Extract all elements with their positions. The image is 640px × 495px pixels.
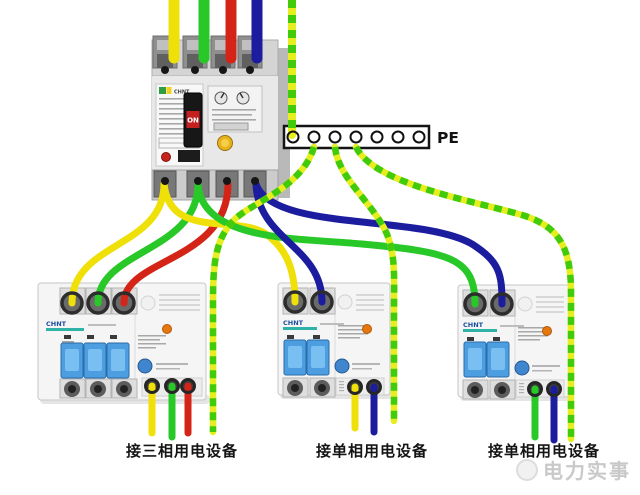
- label-black-block: [178, 150, 200, 162]
- input-terminal-rings: [60, 290, 514, 316]
- brand-label: CHNT: [174, 90, 190, 96]
- vent-circle: [140, 295, 156, 311]
- bottom-terminal-screw: [94, 385, 102, 393]
- toggle-handle: [65, 349, 79, 371]
- output-terminal-rings: [144, 378, 562, 397]
- wire-neutral-to-1p-right: [252, 180, 506, 308]
- dial-needle: [239, 92, 244, 99]
- test-button-text-lines: [156, 363, 188, 370]
- watermark-text: 电力实事: [543, 459, 631, 483]
- toggle-on-patch: [186, 111, 200, 128]
- vent-lines: [159, 294, 200, 311]
- brand-logo-icon: [166, 87, 172, 94]
- bottom-terminal-screw: [120, 385, 128, 393]
- wires: [68, 0, 575, 444]
- bottom-terminal-screw: [68, 385, 76, 393]
- wire-pe-middle: [331, 143, 398, 425]
- trip-button: [161, 152, 171, 162]
- brand-label: CHNT: [46, 320, 67, 328]
- pe-bar-terminals: [286, 130, 426, 144]
- dial-needle: [220, 92, 225, 99]
- pole-marks: [64, 335, 117, 339]
- toggle-handle: [88, 349, 102, 371]
- settings-window: [213, 122, 249, 131]
- caption-three-phase-load: 接三相用电设备: [125, 442, 239, 460]
- wire-pe-left: [209, 143, 318, 436]
- pe-label: PE: [437, 129, 459, 147]
- rating-text-lines: [159, 98, 197, 135]
- wire-pe-right: [352, 143, 575, 443]
- caption-single-phase-load-1: 接单相用电设备: [315, 442, 429, 460]
- brand-underline: [46, 328, 84, 331]
- test-button: [137, 358, 153, 374]
- main-bottom-screws: [161, 177, 259, 185]
- model-text-line: [88, 324, 116, 326]
- watermark-logo-icon: [516, 458, 538, 481]
- trip-indicator: [162, 324, 172, 334]
- brand-logo-icon: [159, 87, 166, 94]
- wire-phase-b-to-1p: [194, 180, 479, 308]
- settings-text-lines: [212, 109, 256, 121]
- test-button-yellow-center: [221, 139, 229, 147]
- watermark: 电力实事: [516, 455, 631, 484]
- caption-single-phase-load-2: 接单相用电设备: [487, 442, 601, 460]
- main-top-screws: [161, 66, 254, 74]
- wire-phase-c-to-3p: [120, 180, 232, 307]
- wire-phase-a-to-3p: [68, 180, 168, 307]
- toggle-handle: [111, 349, 125, 371]
- wire-phase-b-to-3p: [94, 180, 202, 307]
- terminal-overlays: [60, 66, 562, 397]
- toggle-on-label: ON: [187, 117, 199, 125]
